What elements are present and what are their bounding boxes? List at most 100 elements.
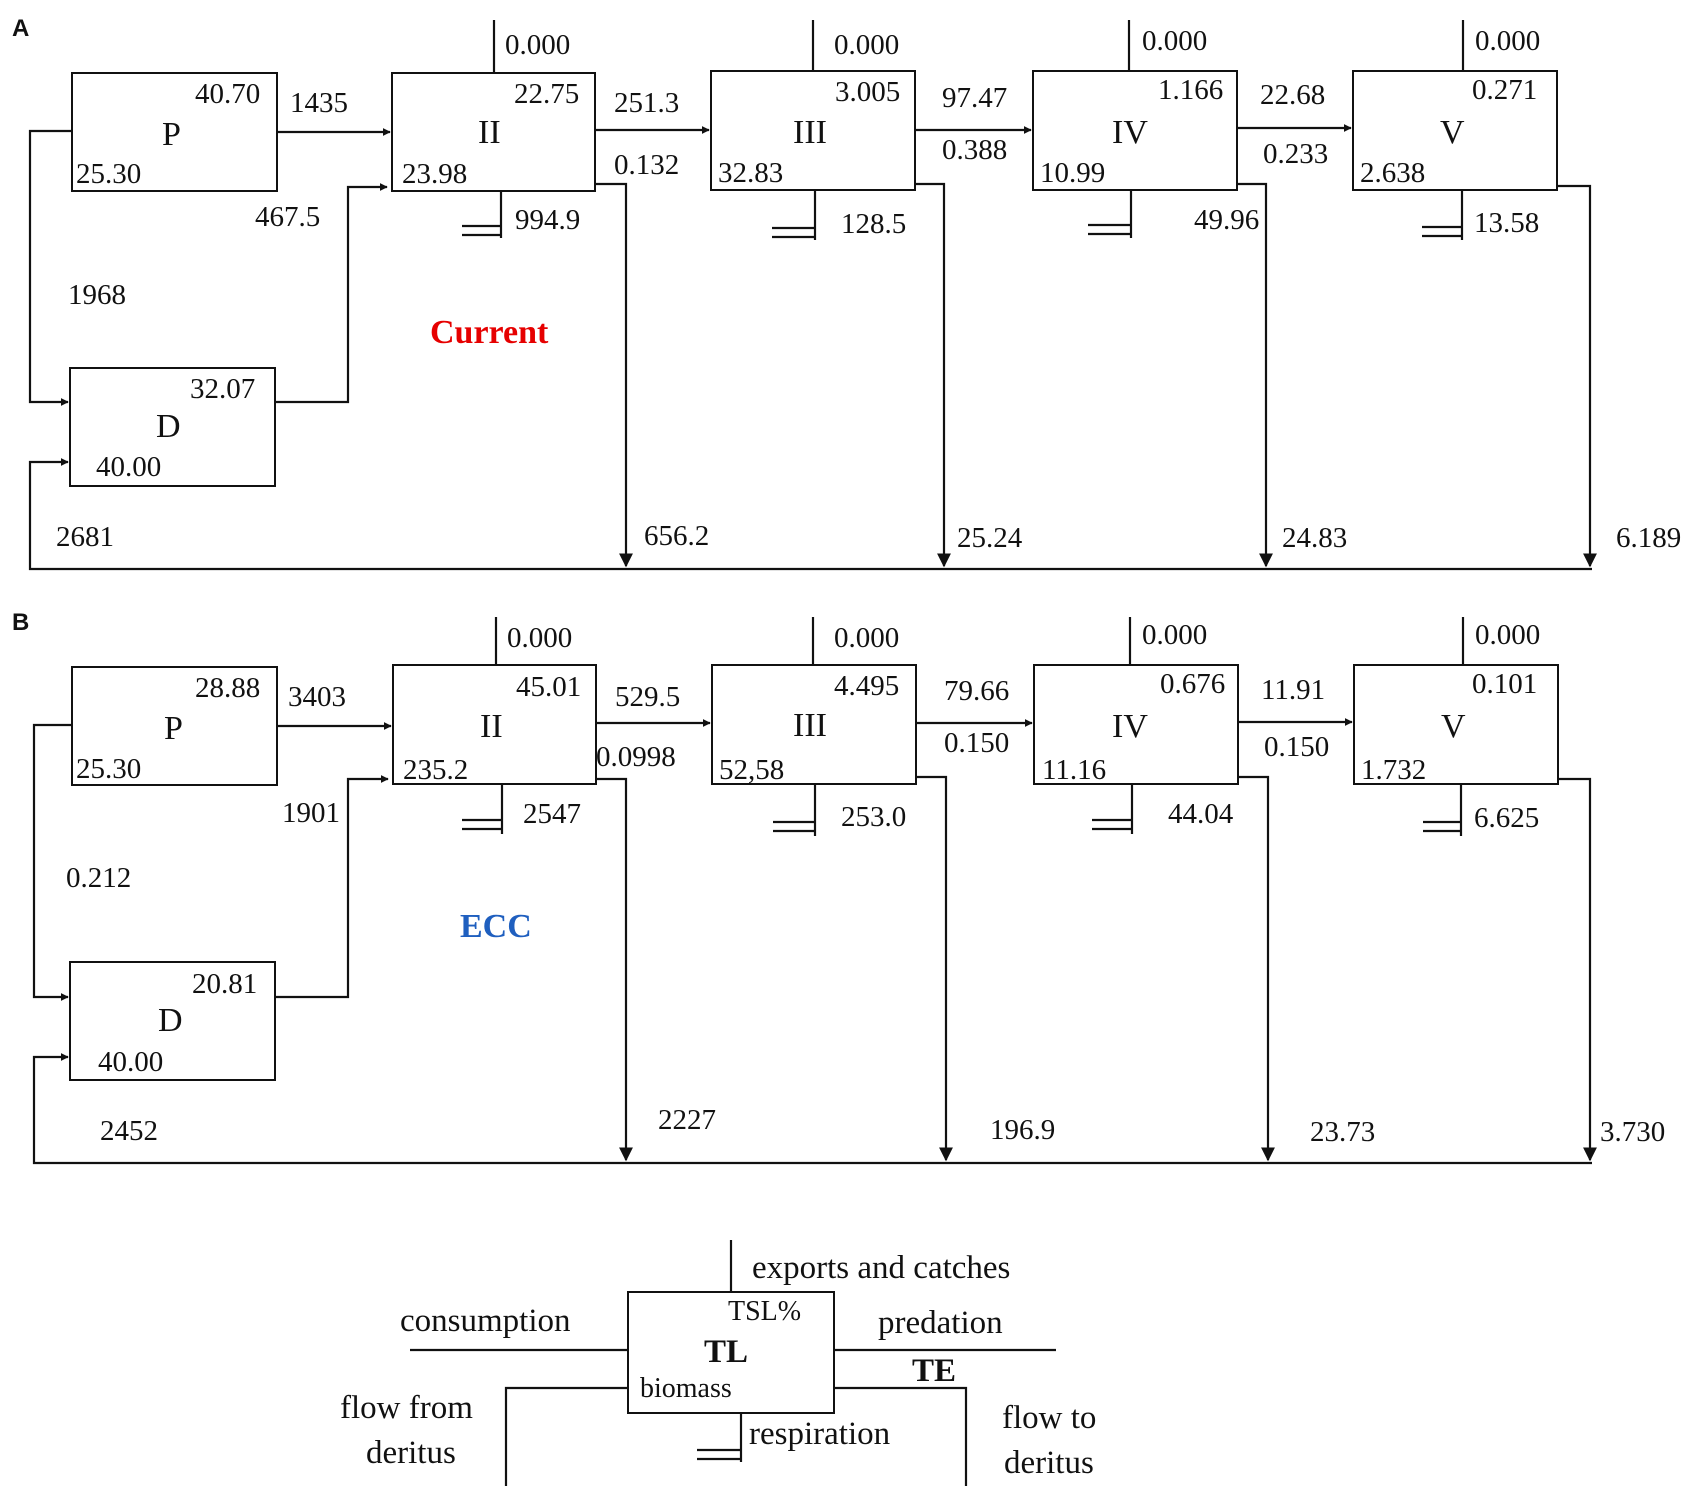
legend-respiration-label: respiration	[749, 1416, 890, 1452]
biomass-value: 10.99	[1040, 157, 1105, 189]
predation-value: 11.91	[1261, 674, 1325, 706]
legend-tsl-label: TSL%	[728, 1296, 801, 1327]
flow-to-detritus-line	[915, 182, 951, 568]
trophic-level-iv: 0.000 1.166 IV 10.99 49.96 24.83	[1032, 20, 1347, 568]
biomass-value: 32.83	[718, 157, 783, 189]
detritus-box	[69, 961, 276, 1081]
p-label: P	[164, 710, 183, 747]
scenario-label: ECC	[460, 908, 532, 945]
level-label: III	[793, 114, 827, 151]
biomass-value: 52,58	[719, 754, 784, 786]
level-label: IV	[1112, 708, 1148, 745]
level-box	[710, 70, 916, 191]
legend-box	[627, 1291, 835, 1414]
d-top-value: 20.81	[192, 968, 257, 1000]
flow-d-to-ii-value: 467.5	[255, 201, 320, 233]
p-bottom-value: 25.30	[76, 158, 141, 190]
flow-to-detritus-value: 6.189	[1616, 522, 1681, 554]
primary-producer-box	[71, 72, 278, 192]
legend: exports and catches consumption predatio…	[340, 1240, 1096, 1486]
tsl-value: 4.495	[834, 670, 899, 702]
flow-to-detritus-value: 196.9	[990, 1114, 1055, 1146]
respiration-value: 49.96	[1194, 204, 1259, 236]
d-label: D	[156, 408, 181, 445]
predation-value: 22.68	[1260, 79, 1325, 111]
flow-to-detritus-line	[1237, 182, 1273, 568]
trophic-level-iv: 0.000 0.676 IV 11.16 44.04 23.73	[1033, 617, 1375, 1162]
p-bottom-value: 25.30	[76, 753, 141, 785]
respiration-value: 253.0	[841, 801, 906, 833]
legend-predation-label: predation	[878, 1305, 1003, 1341]
export-value: 0.000	[834, 622, 899, 654]
legend-exports-label: exports and catches	[752, 1250, 1010, 1286]
legend-flow-from-label-2: deritus	[366, 1435, 456, 1471]
respiration-value: 128.5	[841, 208, 906, 240]
tsl-value: 45.01	[516, 671, 581, 703]
transfer-efficiency-value: 0.150	[1264, 731, 1329, 763]
panel-a: A 40.70 P 25.30 32.07 D 40.00 1968 1435 …	[12, 15, 1681, 571]
flow-to-detritus-line	[596, 777, 633, 1162]
flow-to-detritus-value: 24.83	[1282, 522, 1347, 554]
level-label: V	[1440, 114, 1465, 151]
predation-value: 529.5	[615, 681, 680, 713]
biomass-value: 1.732	[1361, 754, 1426, 786]
level-box	[392, 664, 597, 785]
trophic-level-iii: 0.000 4.495 III 52,58 253.0 196.9	[711, 617, 1055, 1162]
flow-p-to-d-value: 1968	[68, 279, 126, 311]
detritus-return-value: 2452	[100, 1115, 158, 1147]
trophic-level-v: 0.000 0.271 V 2.638 13.58 6.189	[1352, 20, 1681, 568]
respiration-value: 2547	[523, 798, 581, 830]
flow-to-detritus-value: 3.730	[1600, 1116, 1665, 1148]
export-value: 0.000	[834, 29, 899, 61]
flow-d-to-ii-line	[275, 775, 389, 999]
trophic-level-iii: 0.000 3.005 III 32.83 128.5 25.24	[710, 20, 1023, 568]
flow-p-to-ii-value: 3403	[288, 681, 346, 713]
level-box	[1352, 70, 1558, 191]
legend-flow-to-line	[834, 1386, 968, 1486]
detritus-return-value: 2681	[56, 521, 114, 553]
predation-value: 79.66	[944, 675, 1009, 707]
detritus-return-line	[32, 1053, 1592, 1165]
legend-flow-from-label-1: flow from	[340, 1390, 473, 1426]
predation-value: 251.3	[614, 87, 679, 119]
flow-to-detritus-value: 25.24	[957, 522, 1023, 554]
legend-flow-from-line	[504, 1386, 628, 1486]
panel-letter: B	[12, 609, 29, 636]
detritus-return-line	[28, 458, 1592, 571]
flow-to-detritus-line	[1558, 777, 1597, 1162]
respiration-value: 13.58	[1474, 207, 1539, 239]
respiration-value: 994.9	[515, 204, 580, 236]
d-bottom-value: 40.00	[98, 1046, 163, 1078]
legend-tl-label: TL	[704, 1334, 748, 1370]
export-value: 0.000	[1142, 25, 1207, 57]
flow-to-detritus-line	[595, 182, 633, 568]
export-value: 0.000	[505, 29, 570, 61]
respiration-value: 44.04	[1168, 798, 1234, 830]
tsl-value: 0.676	[1160, 668, 1225, 700]
flow-to-detritus-line	[1238, 775, 1275, 1162]
biomass-value: 2.638	[1360, 157, 1425, 189]
flow-p-to-ii-value: 1435	[290, 87, 348, 119]
flow-d-to-ii-line	[275, 183, 388, 404]
legend-te-label: TE	[912, 1353, 956, 1389]
flow-to-detritus-value: 656.2	[644, 520, 709, 552]
respiration-value: 6.625	[1474, 802, 1539, 834]
d-label: D	[158, 1002, 183, 1039]
trophic-level-v: 0.000 0.101 V 1.732 6.625 3.730	[1353, 617, 1665, 1162]
tsl-value: 22.75	[514, 78, 579, 110]
trophic-level-ii: 0.000 45.01 II 235.2 2547 2227	[392, 617, 716, 1162]
legend-flow-to-label-1: flow to	[1002, 1400, 1096, 1436]
tsl-value: 1.166	[1158, 74, 1223, 106]
level-label: III	[793, 707, 827, 744]
flow-p-to-d-value: 0.212	[66, 862, 131, 894]
panel-letter: A	[12, 15, 29, 42]
level-box	[1353, 664, 1559, 785]
transfer-efficiency-value: 0.233	[1263, 138, 1328, 170]
flow-to-detritus-value: 23.73	[1310, 1116, 1375, 1148]
d-top-value: 32.07	[190, 373, 255, 405]
flow-to-detritus-line	[916, 775, 953, 1162]
flow-p-to-d-line	[32, 723, 72, 1001]
export-value: 0.000	[1475, 25, 1540, 57]
legend-biomass-label: biomass	[640, 1373, 732, 1404]
primary-producer-box	[71, 666, 278, 786]
